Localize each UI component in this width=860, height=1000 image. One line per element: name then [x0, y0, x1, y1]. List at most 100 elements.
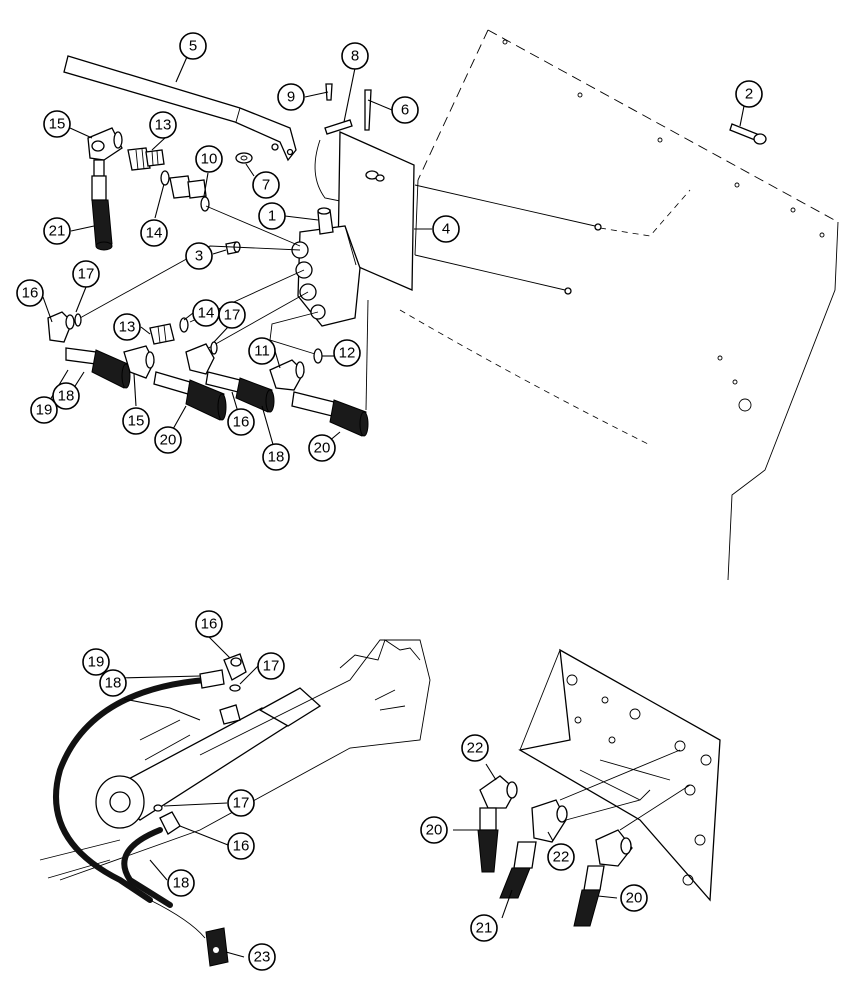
callout-16-boom-top: 16 — [195, 610, 223, 638]
callout-18-mid: 18 — [262, 443, 290, 471]
callout-11-label: 11 — [254, 343, 270, 360]
callout-17-mid: 17 — [218, 301, 246, 329]
callout-18-boom-top: 18 — [99, 669, 127, 697]
leader-lines — [42, 49, 745, 958]
bracket-tube-lines — [559, 749, 691, 831]
callout-20-bracket-right-label: 20 — [626, 890, 643, 907]
pin-part-6 — [364, 89, 372, 131]
callout-6-label: 6 — [401, 102, 409, 119]
washer-part-7 — [235, 152, 253, 164]
callout-23-label: 23 — [254, 949, 271, 966]
callout-17-boom-bottom: 17 — [227, 789, 255, 817]
callout-2: 2 — [735, 80, 763, 108]
callout-9: 9 — [277, 83, 305, 111]
pin-part-9 — [325, 83, 333, 101]
plug-part-3 — [225, 241, 241, 255]
hose-assembly-part-20-mid — [153, 371, 227, 421]
callout-1-label: 1 — [268, 208, 276, 225]
callout-6: 6 — [391, 96, 419, 124]
callout-20-bracket-right: 20 — [620, 884, 648, 912]
callout-20-right: 20 — [308, 434, 336, 462]
adapter-fitting-part-10 — [169, 175, 210, 212]
callout-1: 1 — [258, 202, 286, 230]
callout-16-boom-top-label: 16 — [201, 616, 218, 633]
callout-20-mid: 20 — [154, 426, 182, 454]
callout-22-center-label: 22 — [553, 849, 570, 866]
callout-9-label: 9 — [287, 89, 295, 106]
callout-13-top-label: 13 — [155, 117, 172, 134]
callout-18-left: 18 — [52, 382, 80, 410]
callout-16-mid: 16 — [227, 408, 255, 436]
callout-18-boom-top-label: 18 — [105, 675, 122, 692]
callout-14-top-label: 14 — [146, 225, 163, 242]
elbow-fitting-part-22-center — [531, 799, 568, 843]
callout-15-mid: 15 — [122, 407, 150, 435]
callout-10-label: 10 — [201, 151, 218, 168]
o-ring-part-14-mid — [179, 317, 189, 333]
callout-21-top-label: 21 — [49, 223, 66, 240]
callout-16-boom-bottom-label: 16 — [233, 838, 250, 855]
callout-11: 11 — [248, 337, 276, 365]
callout-18-boom-bottom: 18 — [167, 869, 195, 897]
callout-7-label: 7 — [262, 177, 270, 194]
elbow-fitting-part-16-mid — [185, 343, 215, 375]
callout-21-bracket: 21 — [470, 914, 498, 942]
callout-19-left: 19 — [30, 396, 58, 424]
o-ring-part-17-mid — [210, 341, 218, 355]
elbow-fitting-part-15-top — [87, 127, 123, 177]
control-valve-part-1 — [291, 207, 361, 327]
callout-12: 12 — [333, 339, 361, 367]
callout-5-label: 5 — [189, 38, 197, 55]
callout-19-boom-label: 19 — [88, 654, 105, 671]
boom-and-cylinder — [39, 639, 431, 881]
callout-21-top: 21 — [43, 217, 71, 245]
callout-16-boom-bottom: 16 — [227, 832, 255, 860]
callout-15-top: 15 — [43, 110, 71, 138]
elbow-fitting-part-22-left — [479, 775, 518, 809]
callout-17-left-label: 17 — [78, 266, 95, 283]
callout-20-bracket-left-label: 20 — [426, 822, 443, 839]
callout-8: 8 — [341, 42, 369, 70]
callout-13-mid: 13 — [113, 313, 141, 341]
hose-assembly-part-20-bracket-left — [477, 807, 499, 873]
o-ring-part-17-left — [74, 313, 82, 327]
callout-12-label: 12 — [339, 345, 356, 362]
callout-18-boom-bottom-label: 18 — [173, 875, 190, 892]
callout-18-left-label: 18 — [58, 388, 75, 405]
fitting-centerline — [205, 205, 301, 247]
elbow-fitting-part-11 — [269, 359, 305, 391]
elbow-fitting-part-16-boom-top — [223, 653, 247, 681]
mounting-plate-part-4 — [337, 131, 415, 291]
panel-bolt-lines — [414, 184, 602, 295]
callout-4: 4 — [432, 215, 460, 243]
callout-17-boom-top: 17 — [257, 652, 285, 680]
adapter-fitting-part-13-mid — [149, 323, 175, 345]
elbow-fitting-part-22-right — [595, 829, 633, 867]
callout-19-left-label: 19 — [36, 402, 53, 419]
callout-22-left: 22 — [461, 734, 489, 762]
callout-22-left-label: 22 — [467, 740, 484, 757]
callout-3-label: 3 — [195, 248, 203, 265]
callout-21-bracket-label: 21 — [476, 920, 493, 937]
callout-7: 7 — [252, 171, 280, 199]
elbow-fitting-part-16-boom-bottom — [159, 811, 181, 835]
callout-4-label: 4 — [442, 221, 450, 238]
callout-5: 5 — [179, 32, 207, 60]
callout-15-mid-label: 15 — [128, 413, 145, 430]
linkage-outline — [314, 139, 346, 203]
callout-16-left-label: 16 — [22, 285, 39, 302]
callout-14-mid-label: 14 — [198, 305, 215, 322]
control-handle-part-5 — [63, 55, 297, 162]
callout-8-label: 8 — [351, 48, 359, 65]
elbow-fitting-part-15-mid — [123, 345, 155, 379]
callout-20-bracket-left: 20 — [420, 816, 448, 844]
hose-assembly-part-21-top — [91, 175, 113, 251]
o-ring-part-17-boom-top — [229, 684, 241, 692]
callout-20-right-label: 20 — [314, 440, 331, 457]
callout-22-center: 22 — [547, 843, 575, 871]
elbow-fitting-part-16-left — [47, 311, 75, 343]
o-ring-part-14-top — [160, 170, 170, 186]
callout-17-left: 17 — [72, 260, 100, 288]
callout-2-label: 2 — [745, 86, 753, 103]
callout-17-mid-label: 17 — [224, 307, 241, 324]
